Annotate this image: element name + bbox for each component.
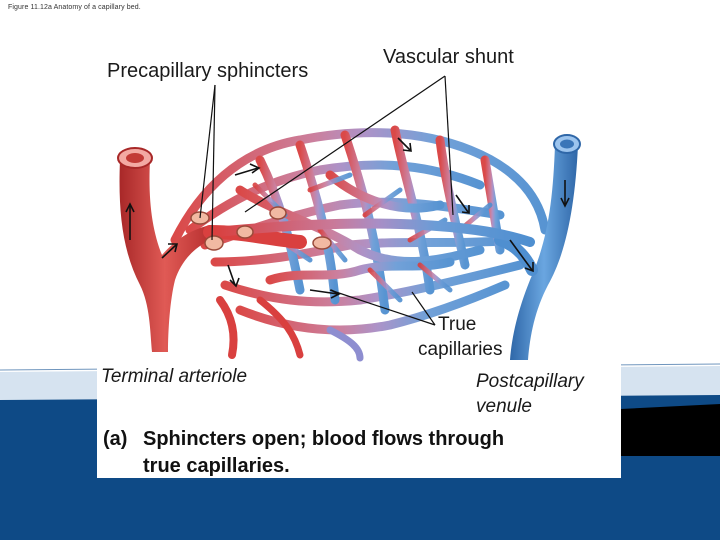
label-postcapillary-venule-line1: Postcapillary — [476, 371, 584, 393]
label-precapillary-sphincters: Precapillary sphincters — [107, 60, 308, 83]
label-true-capillaries-line1: True — [438, 314, 476, 336]
label-terminal-arteriole: Terminal arteriole — [101, 366, 247, 388]
label-true-capillaries-line2: capillaries — [418, 339, 502, 361]
label-postcapillary-venule-line2: venule — [476, 396, 532, 418]
subcaption-tag: (a) — [103, 426, 143, 453]
panel-subcaption: (a)Sphincters open; blood flows through … — [103, 426, 504, 480]
subcaption-line1: Sphincters open; blood flows through — [143, 428, 504, 450]
subcaption-line2: true capillaries. — [103, 453, 504, 480]
label-vascular-shunt: Vascular shunt — [383, 46, 514, 69]
